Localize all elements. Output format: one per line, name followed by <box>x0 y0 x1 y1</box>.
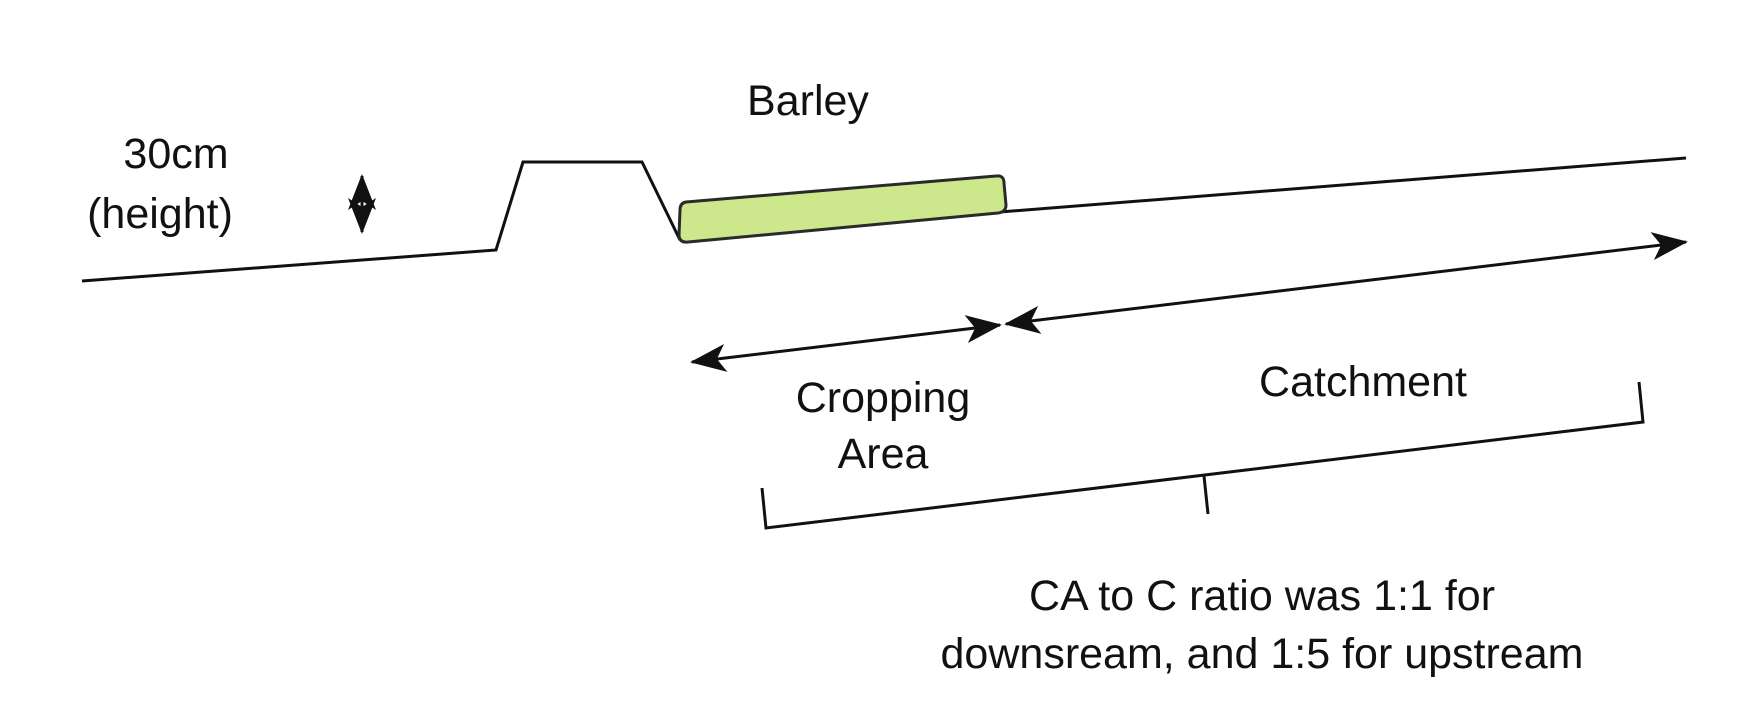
catchment-label: Catchment <box>1259 358 1467 406</box>
ratio-note-line2: downsream, and 1:5 for upstream <box>941 630 1584 678</box>
height-label-line1: 30cm <box>123 130 228 178</box>
ratio-note-line1: CA to C ratio was 1:1 for <box>1029 572 1495 620</box>
height-label-line2: (height) <box>87 190 233 238</box>
ground-profile-left <box>81 160 682 283</box>
cropping-area-label-line1: Cropping <box>796 374 971 422</box>
cropping-area-arrow <box>690 315 1002 372</box>
barley-label: Barley <box>747 77 869 125</box>
cropping-area-label-line2: Area <box>838 430 929 478</box>
catchment-arrow <box>1004 232 1688 334</box>
barley-strip <box>677 174 1008 244</box>
ratio-bracket-tick <box>1202 475 1210 515</box>
ground-profile-right <box>999 156 1687 214</box>
ratio-bracket <box>760 381 1645 530</box>
